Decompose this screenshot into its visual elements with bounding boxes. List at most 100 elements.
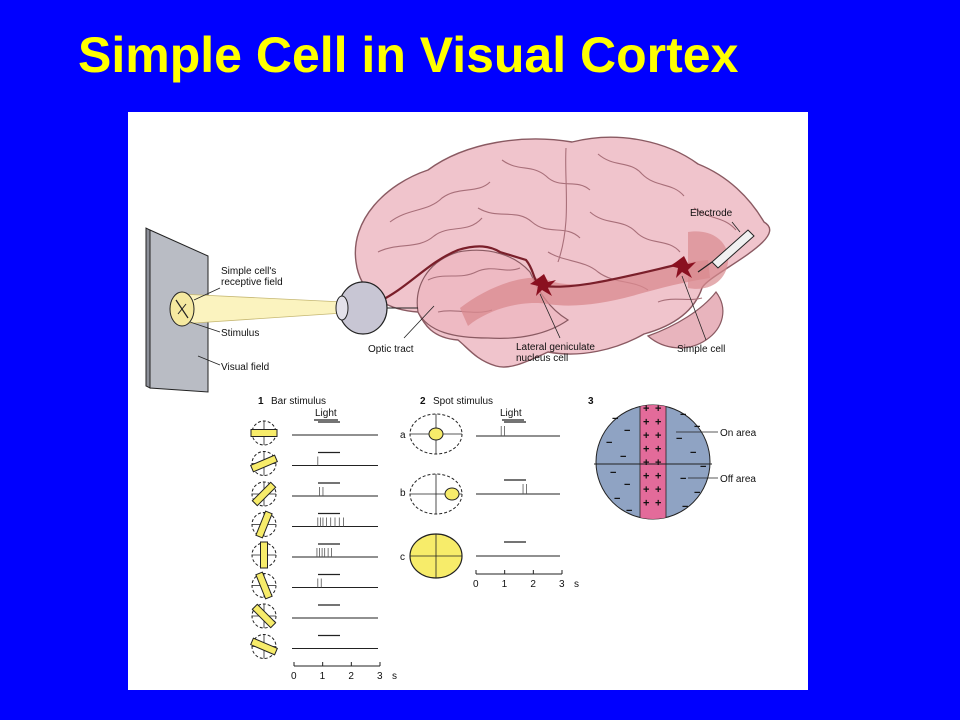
visual-field-label: Visual field xyxy=(221,362,269,373)
panel2-number: 2 xyxy=(420,396,426,407)
plus-sign: + xyxy=(643,471,649,483)
time-tick-label: 2 xyxy=(348,671,354,682)
plus-sign: + xyxy=(643,444,649,456)
bar-stimulus xyxy=(260,541,268,569)
minus-sign: − xyxy=(612,413,618,425)
lgn-neuron xyxy=(530,274,556,296)
time-tick-label: 0 xyxy=(473,579,479,590)
plus-sign: + xyxy=(643,403,649,415)
slide-title: Simple Cell in Visual Cortex xyxy=(78,27,739,83)
minus-sign: − xyxy=(680,409,686,421)
plus-sign: + xyxy=(643,498,649,510)
panel-receptive-field-map: 3 ++++++++++++++++−−−−−−−−−−−−−−−− On ar… xyxy=(588,396,757,520)
bar-stimulus-row xyxy=(251,603,378,629)
stimulus-label: Stimulus xyxy=(221,328,259,339)
plus-sign: + xyxy=(643,457,649,469)
off-area-label: Off area xyxy=(720,474,756,485)
time-unit-label: s xyxy=(392,671,397,682)
plus-sign: + xyxy=(655,417,661,429)
minus-sign: − xyxy=(620,451,626,463)
plus-sign: + xyxy=(655,457,661,469)
simple-cell-label: Simple cell xyxy=(677,344,725,355)
on-area-region xyxy=(640,405,666,519)
minus-sign: − xyxy=(626,505,632,517)
receptive-field-label-2: receptive field xyxy=(221,277,283,288)
spot-field-a xyxy=(409,413,463,455)
brain xyxy=(354,136,771,368)
minus-sign: − xyxy=(606,437,612,449)
minus-sign: − xyxy=(700,461,706,473)
bar-stimulus-row xyxy=(251,481,378,507)
bar-stimulus-row xyxy=(250,451,378,476)
diagram-svg: Simple cell's receptive field Stimulus V… xyxy=(145,136,771,682)
plus-sign: + xyxy=(655,403,661,415)
panel1-number: 1 xyxy=(258,396,264,407)
panel1-title: Bar stimulus xyxy=(271,396,326,407)
time-tick-label: 1 xyxy=(502,579,508,590)
receptive-field xyxy=(169,291,195,327)
minus-sign: − xyxy=(690,447,696,459)
bar-stimulus xyxy=(255,571,273,600)
optic-tract-label: Optic tract xyxy=(368,344,414,355)
minus-sign: − xyxy=(610,467,616,479)
plus-sign: + xyxy=(655,430,661,442)
minus-sign: − xyxy=(624,425,630,437)
panel1-light-label: Light xyxy=(315,408,337,419)
panel2-traces xyxy=(476,421,560,557)
plus-sign: + xyxy=(655,444,661,456)
plus-sign: + xyxy=(655,484,661,496)
spot-response-row xyxy=(476,421,560,437)
minus-sign: − xyxy=(682,501,688,513)
bar-stimulus xyxy=(251,603,277,629)
bar-stimulus-row xyxy=(250,634,378,659)
time-tick-label: 3 xyxy=(559,579,565,590)
spot-field-c xyxy=(409,533,463,579)
plus-sign: + xyxy=(643,484,649,496)
bar-stimulus xyxy=(255,510,273,539)
eye xyxy=(335,281,418,335)
simple-cell-neuron xyxy=(670,256,696,278)
lgn-label-2: nucleus cell xyxy=(516,353,568,364)
electrode xyxy=(697,229,755,273)
figure-panel: Simple cell's receptive field Stimulus V… xyxy=(128,112,808,690)
minus-sign: − xyxy=(624,479,630,491)
bar-stimulus xyxy=(250,429,278,437)
plus-sign: + xyxy=(655,471,661,483)
plus-sign: + xyxy=(643,417,649,429)
light-cone xyxy=(179,293,344,325)
bar-stimulus xyxy=(250,454,278,473)
plus-sign: + xyxy=(643,430,649,442)
panel1-rows xyxy=(250,420,378,659)
on-area-label: On area xyxy=(720,428,757,439)
time-tick-label: 2 xyxy=(530,579,536,590)
time-tick-label: 1 xyxy=(320,671,326,682)
time-tick-label: 3 xyxy=(377,671,383,682)
time-unit-label: s xyxy=(574,579,579,590)
bar-stimulus xyxy=(251,481,277,507)
spot-response-row xyxy=(476,479,560,495)
panel2-row-a-label: a xyxy=(400,430,406,441)
time-tick-label: 0 xyxy=(291,671,297,682)
electrode-label: Electrode xyxy=(690,208,733,219)
receptive-field-label-1: Simple cell's xyxy=(221,266,276,277)
bar-stimulus-row xyxy=(251,510,378,539)
panel2-title: Spot stimulus xyxy=(433,396,493,407)
bar-stimulus-row xyxy=(251,541,378,569)
plus-sign: + xyxy=(655,498,661,510)
spot-response-row xyxy=(476,541,560,557)
minus-sign: − xyxy=(694,421,700,433)
minus-sign: − xyxy=(694,487,700,499)
bar-stimulus-row xyxy=(251,571,378,600)
bar-stimulus-row xyxy=(250,420,378,446)
minus-sign: − xyxy=(676,433,682,445)
spot-field-b xyxy=(409,473,463,515)
minus-sign: − xyxy=(680,473,686,485)
panel3-number: 3 xyxy=(588,396,594,407)
panel2-light-label: Light xyxy=(500,408,522,419)
lgn-label-1: Lateral geniculate xyxy=(516,342,595,353)
panel2-row-c-label: c xyxy=(400,552,405,563)
